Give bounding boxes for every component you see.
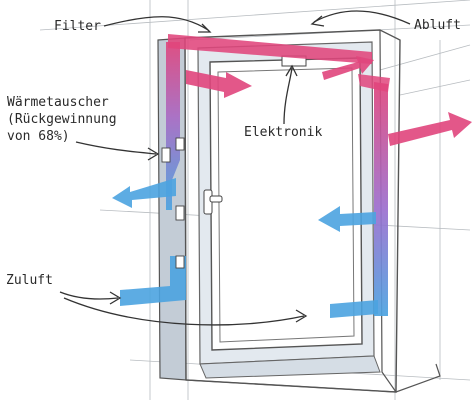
zuluft-inner-annotation-arrow-icon [63, 297, 305, 326]
label-waermetauscher-line-3: von 68%) [7, 129, 70, 144]
supply-air-flow [112, 178, 378, 318]
annotation-arrows [59, 10, 411, 326]
abluft-annotation-arrow-icon [313, 10, 411, 25]
label-zuluft: Zuluft [6, 273, 53, 288]
label-waermetauscher: Wärmetauscher (Rückgewinnung von 68%) [7, 94, 117, 145]
label-elektronik: Elektronik [244, 125, 323, 140]
waermetauscher-annotation-arrow-icon [75, 141, 157, 155]
label-abluft: Abluft [414, 18, 461, 33]
exhaust-air-flow [166, 34, 472, 316]
label-waermetauscher-line-2: (Rückgewinnung [7, 112, 117, 127]
filter-annotation-arrow-icon [103, 16, 209, 31]
heat-exchanger-blocks [161, 137, 185, 269]
label-waermetauscher-line-1: Wärmetauscher [7, 95, 109, 110]
elektronik-annotation-arrow-icon [283, 67, 293, 125]
window-handle-icon [203, 189, 223, 215]
label-filter: Filter [54, 19, 101, 34]
zuluft-annotation-arrow-icon [59, 291, 119, 300]
